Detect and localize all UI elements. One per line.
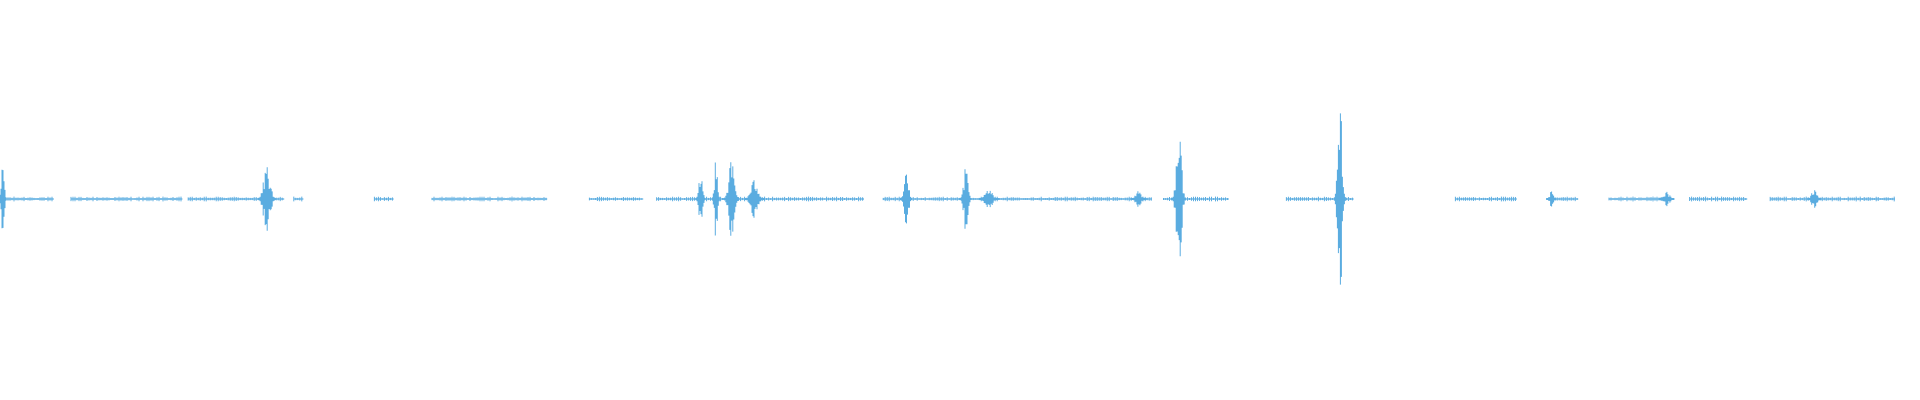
waveform-burst: [959, 169, 972, 229]
waveform-burst: [0, 169, 7, 229]
waveform-burst: [900, 174, 912, 224]
baseline-noise: [588, 196, 642, 202]
waveform-burst: [1546, 191, 1557, 207]
waveform-burst: [723, 162, 740, 236]
waveform-burst: [695, 181, 706, 217]
waveform-bursts: [0, 113, 1822, 285]
baseline-noise: [882, 196, 1152, 202]
waveform-burst: [1171, 141, 1186, 257]
waveform-burst: [257, 167, 276, 231]
baseline-noise: [1689, 196, 1747, 202]
baseline-noise: [293, 196, 303, 202]
waveform-baseline: [0, 196, 1895, 202]
waveform-burst: [744, 180, 765, 218]
waveform-burst: [1130, 191, 1147, 207]
baseline-noise: [1454, 196, 1516, 202]
baseline-noise: [70, 196, 182, 202]
baseline-noise: [373, 196, 393, 202]
waveform-burst: [1333, 113, 1346, 285]
waveform-burst: [1658, 191, 1675, 207]
baseline-noise: [431, 196, 547, 202]
waveform-burst: [978, 190, 999, 208]
waveform-burst: [711, 162, 720, 236]
baseline-noise: [0, 196, 53, 202]
waveform-burst: [1807, 190, 1822, 208]
